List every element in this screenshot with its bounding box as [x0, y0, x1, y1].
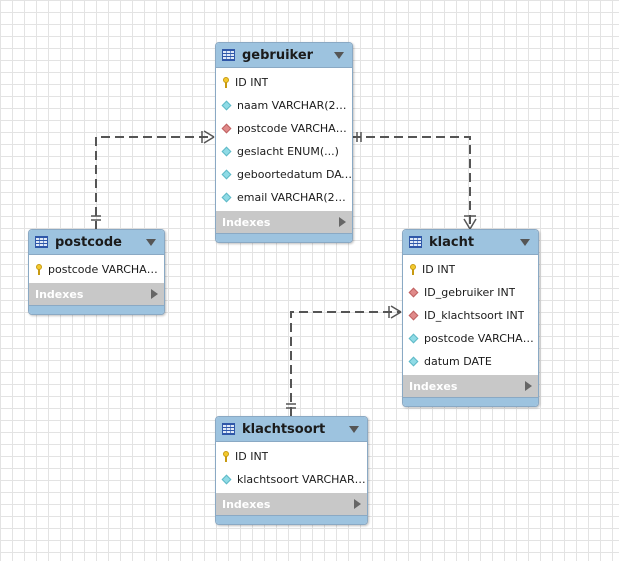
column-icon [221, 474, 232, 485]
indexes-section[interactable]: Indexes [29, 283, 164, 305]
column-label: ID_gebruiker INT [424, 286, 516, 299]
column-label: ID INT [235, 76, 269, 89]
column-row[interactable]: klachtsoort VARCHAR(25... [216, 468, 367, 491]
column-label: datum DATE [424, 355, 492, 368]
indexes-section[interactable]: Indexes [216, 493, 367, 515]
table-footer [29, 305, 164, 314]
foreign-key-icon [408, 287, 419, 298]
table-name: klacht [429, 234, 475, 250]
column-row[interactable]: ID INT [403, 258, 538, 281]
column-icon [221, 169, 232, 180]
column-label: geboortedatum DATE [237, 168, 352, 181]
column-row[interactable]: ID INT [216, 445, 367, 468]
primary-key-icon [222, 76, 230, 89]
table-footer [216, 515, 367, 524]
table-icon [409, 236, 422, 248]
many-crowsfoot-marker [388, 305, 402, 319]
table-footer [403, 397, 538, 406]
column-label: postcode VARCHAR(1... [424, 332, 538, 345]
column-row[interactable]: geboortedatum DATE [216, 163, 352, 186]
table-header[interactable]: gebruiker [216, 43, 352, 68]
column-label: ID_klachtsoort INT [424, 309, 525, 322]
table-klachtsoort[interactable]: klachtsoort ID INT klachtsoort VARCHAR(2… [215, 416, 368, 525]
relationship-postcode-gebruiker[interactable] [91, 130, 215, 230]
column-label: ID INT [235, 450, 269, 463]
table-header[interactable]: postcode [29, 230, 164, 255]
table-icon [35, 236, 48, 248]
table-postcode[interactable]: postcode postcode VARCHAR(1... Indexes [28, 229, 165, 315]
indexes-label: Indexes [409, 379, 458, 393]
foreign-key-icon [408, 310, 419, 321]
column-label: naam VARCHAR(255) [237, 99, 352, 112]
table-gebruiker[interactable]: gebruiker ID INT naam VARCHAR(255) postc… [215, 42, 353, 243]
column-row[interactable]: postcode VARCHAR(1... [29, 258, 164, 281]
column-row[interactable]: geslacht ENUM(...) [216, 140, 352, 163]
column-icon [408, 333, 419, 344]
indexes-label: Indexes [222, 215, 271, 229]
table-header[interactable]: klacht [403, 230, 538, 255]
relationship-gebruiker-klacht[interactable] [352, 132, 477, 230]
relationship-klachtsoort-klacht[interactable] [286, 305, 402, 416]
foreign-key-icon [221, 123, 232, 134]
column-row[interactable]: datum DATE [403, 350, 538, 373]
expand-arrow-icon[interactable] [354, 499, 361, 509]
column-label: email VARCHAR(255) [237, 191, 352, 204]
column-row[interactable]: ID INT [216, 71, 352, 94]
expand-arrow-icon[interactable] [151, 289, 158, 299]
column-label: klachtsoort VARCHAR(25... [237, 473, 367, 486]
table-header[interactable]: klachtsoort [216, 417, 367, 442]
table-klacht[interactable]: klacht ID INT ID_gebruiker INT ID_klacht… [402, 229, 539, 407]
column-label: geslacht ENUM(...) [237, 145, 339, 158]
column-icon [221, 192, 232, 203]
indexes-section[interactable]: Indexes [216, 211, 352, 233]
primary-key-icon [409, 263, 417, 276]
table-name: postcode [55, 234, 122, 250]
column-label: postcode VARCHAR(1... [237, 122, 352, 135]
expand-arrow-icon[interactable] [525, 381, 532, 391]
column-row[interactable]: ID_klachtsoort INT [403, 304, 538, 327]
many-crowsfoot-marker [463, 215, 477, 230]
indexes-label: Indexes [222, 497, 271, 511]
table-name: gebruiker [242, 47, 314, 63]
table-icon [222, 49, 235, 61]
table-footer [216, 233, 352, 242]
primary-key-icon [35, 263, 43, 276]
column-icon [221, 100, 232, 111]
expand-arrow-icon[interactable] [339, 217, 346, 227]
table-icon [222, 423, 235, 435]
indexes-section[interactable]: Indexes [403, 375, 538, 397]
many-crowsfoot-marker [201, 130, 215, 144]
column-label: ID INT [422, 263, 456, 276]
column-row[interactable]: postcode VARCHAR(1... [216, 117, 352, 140]
primary-key-icon [222, 450, 230, 463]
column-label: postcode VARCHAR(1... [48, 263, 164, 276]
column-row[interactable]: postcode VARCHAR(1... [403, 327, 538, 350]
column-row[interactable]: naam VARCHAR(255) [216, 94, 352, 117]
column-icon [221, 146, 232, 157]
column-row[interactable]: email VARCHAR(255) [216, 186, 352, 209]
table-name: klachtsoort [242, 421, 326, 437]
indexes-label: Indexes [35, 287, 84, 301]
chevron-down-icon[interactable] [146, 238, 156, 246]
chevron-down-icon[interactable] [349, 425, 359, 433]
column-row[interactable]: ID_gebruiker INT [403, 281, 538, 304]
column-icon [408, 356, 419, 367]
chevron-down-icon[interactable] [520, 238, 530, 246]
chevron-down-icon[interactable] [334, 51, 344, 59]
